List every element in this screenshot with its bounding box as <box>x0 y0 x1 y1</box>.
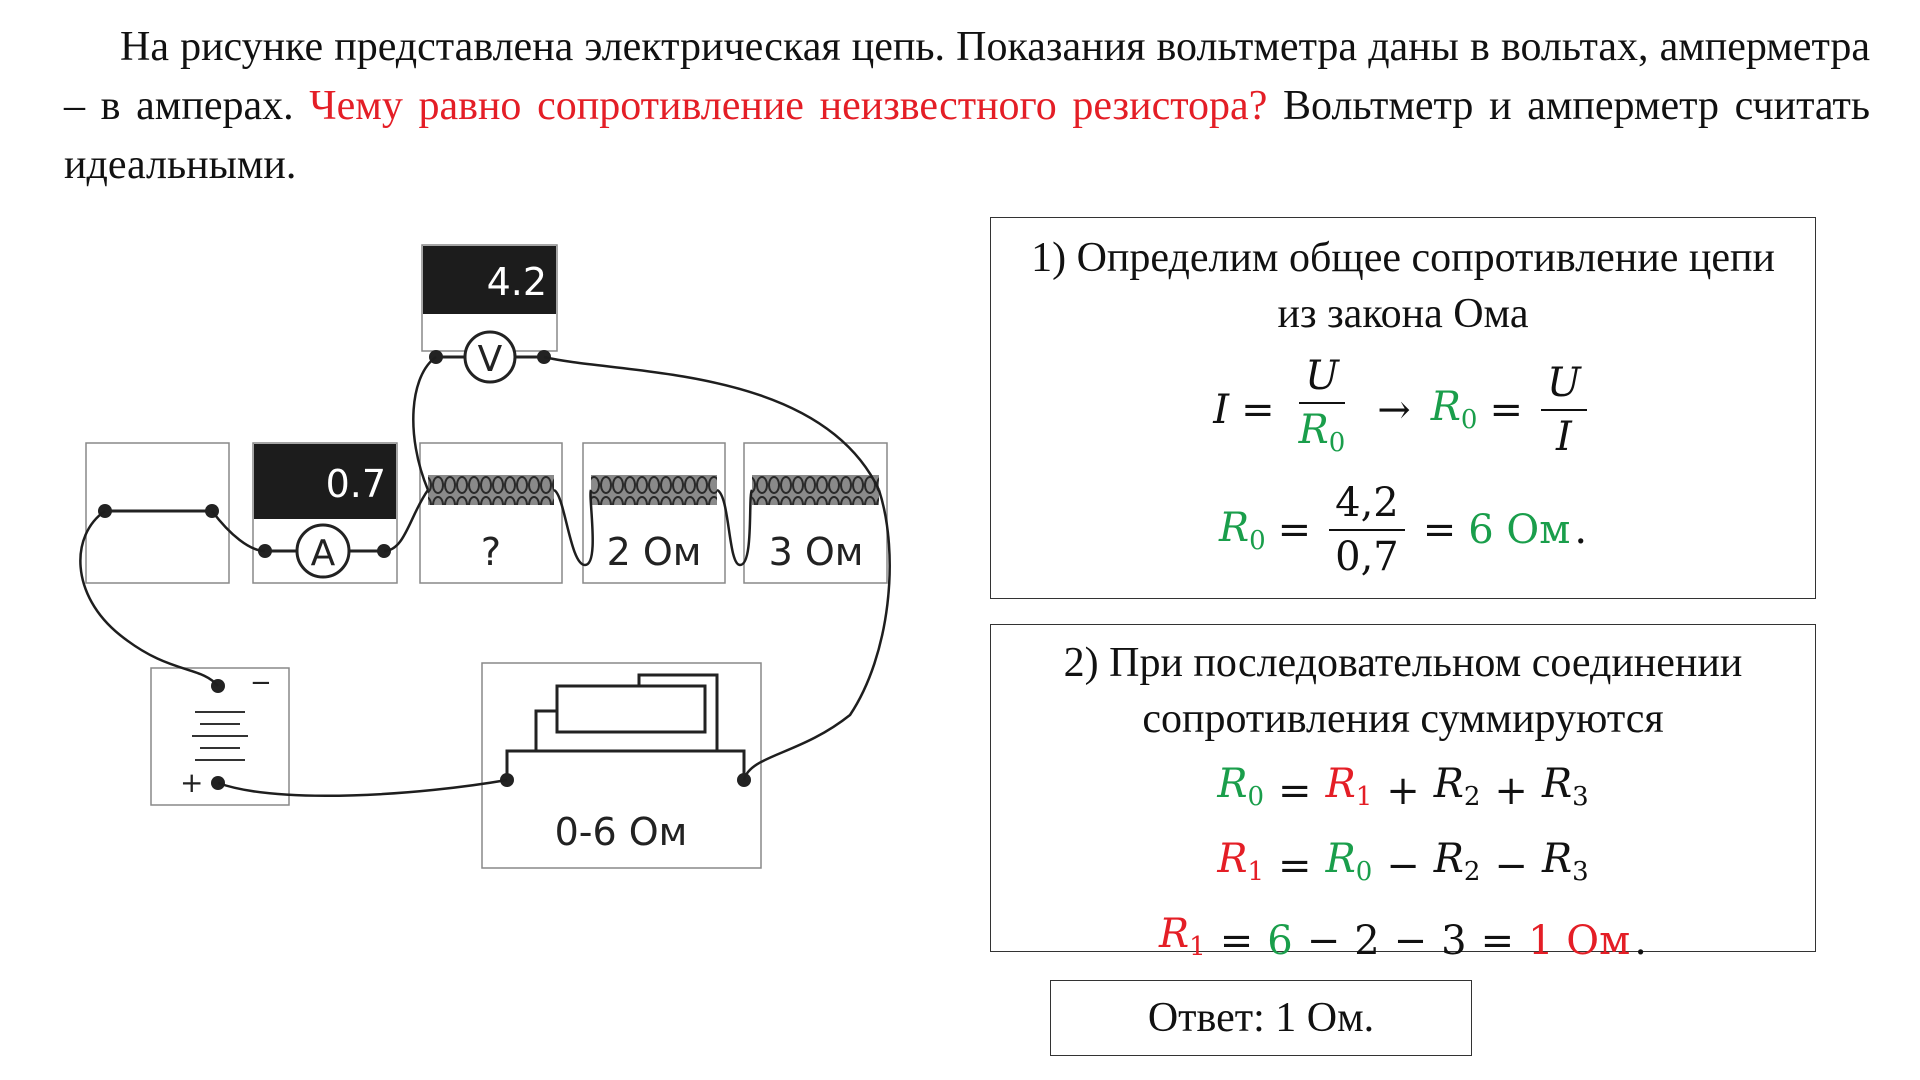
battery-minus: − <box>250 668 272 698</box>
voltmeter: 4.2 V <box>421 244 558 384</box>
ammeter-symbol: A <box>311 533 336 574</box>
switch-panel <box>85 442 230 584</box>
problem-question: Чему равно сопротивление неизвестного ре… <box>309 83 1268 129</box>
step1-box: 1) Определим общее сопротивление цепи из… <box>990 217 1816 599</box>
rheostat: 0-6 Ом <box>481 662 762 869</box>
problem-statement: На рисунке представлена электрическая це… <box>64 18 1870 195</box>
series-sum-formula: R0= R1+ R2+ R3 <box>1217 761 1589 814</box>
circuit-diagram: 4.2 V 0.7 A ? 2 Ом 3 Ом <box>79 244 891 869</box>
resistor-2-label: 2 Ом <box>607 530 702 574</box>
problem-text-2: Вольтметр и амперметр считать идеальными… <box>64 83 1870 188</box>
step1-heading: 1) Определим общее сопротивление цепи из… <box>1031 235 1775 337</box>
ammeter: 0.7 A <box>252 442 398 584</box>
ammeter-reading: 0.7 <box>326 462 386 506</box>
answer-box: Ответ: 1 Ом. <box>1050 980 1472 1056</box>
step2-box: 2) При последовательном соединении сопро… <box>990 624 1816 964</box>
resistor-unknown-label: ? <box>481 530 501 574</box>
step2-heading: 2) При последовательном соединении сопро… <box>1063 640 1743 742</box>
r1-calc: R1= 6− 2− 3= 1 Ом. <box>1159 911 1647 964</box>
resistor-2-ohm: 2 Ом <box>582 442 726 584</box>
battery-plus: + <box>180 766 203 799</box>
resistor-unknown: ? <box>419 442 563 584</box>
voltmeter-symbol: V <box>478 339 503 380</box>
resistor-3-ohm: 3 Ом <box>743 442 888 584</box>
voltmeter-reading: 4.2 <box>487 260 547 304</box>
wires <box>79 355 891 797</box>
rheostat-label: 0-6 Ом <box>555 810 688 854</box>
r1-expression: R1= R0− R2− R3 <box>1217 836 1589 889</box>
resistor-3-label: 3 Ом <box>769 530 864 574</box>
answer-label: Ответ: 1 Ом. <box>1147 995 1375 1041</box>
problem-text-1: На рисунке представлена электрическая це… <box>64 24 1870 129</box>
